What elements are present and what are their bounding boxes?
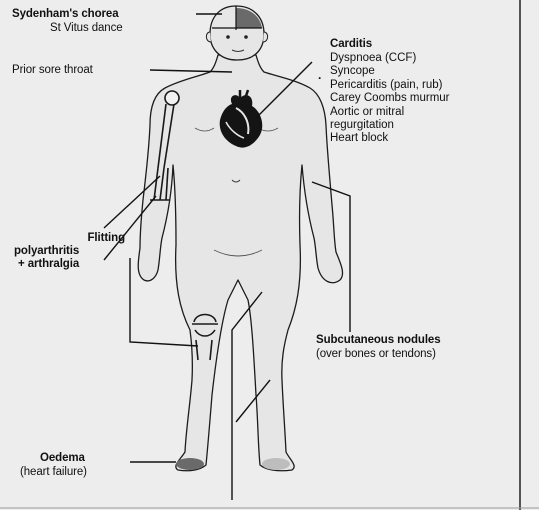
carditis-title: Carditis (330, 38, 372, 51)
carditis-item: Dyspnoea (CCF) (318, 52, 450, 65)
arthritis-line3: + arthralgia (18, 258, 79, 271)
carditis-item: regurgitation (318, 119, 450, 132)
nodules-title: Subcutaneous nodules (316, 334, 441, 347)
chorea-title: Sydenham's chorea (12, 8, 119, 21)
carditis-item: Heart block (318, 132, 450, 145)
left-eye (226, 35, 230, 39)
oedema-subtitle: (heart failure) (20, 466, 87, 479)
carditis-item: Pericarditis (pain, rub) (318, 79, 450, 92)
carditis-item: Aortic or mitral (318, 106, 450, 119)
nodules-subtitle: (over bones or tendons) (316, 348, 436, 361)
chorea-subtitle: St Vitus dance (50, 22, 123, 35)
carditis-item: Carey Coombs murmur (318, 92, 450, 105)
arthritis-line2: polyarthritis (14, 245, 79, 258)
right-eye (244, 35, 248, 39)
left-foot-oedema (176, 458, 204, 470)
sore-throat-label: Prior sore throat (12, 64, 93, 77)
arthritis-line1: Flitting (87, 232, 125, 245)
carditis-list: Dyspnoea (CCF) Syncope Pericarditis (pai… (318, 52, 450, 146)
right-foot (262, 458, 290, 470)
carditis-item: Syncope (318, 65, 450, 78)
oedema-title: Oedema (40, 452, 85, 465)
